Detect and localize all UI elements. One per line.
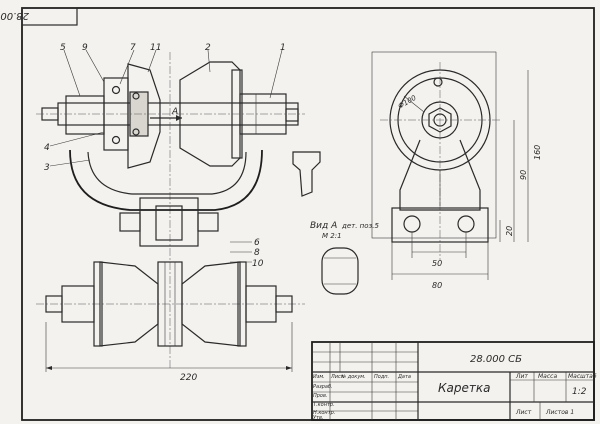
callout-a: A	[171, 107, 178, 117]
callout-11: 11	[150, 43, 161, 53]
dim-height-20: 20	[505, 226, 514, 236]
corner-stamp-box	[21, 7, 78, 26]
callout-8: 8	[254, 248, 260, 258]
title-row-tcontrol: Т.контр.	[313, 402, 335, 408]
title-row-ncontrol: Н.контр.	[313, 410, 335, 416]
title-col-lit: Лит	[515, 373, 528, 380]
dim-width-80: 80	[432, 281, 442, 290]
callout-10: 10	[252, 259, 264, 269]
corner-stamp: 28.000 СБ	[0, 10, 29, 21]
title-row-sign: Подп.	[374, 374, 389, 380]
title-block	[311, 341, 595, 421]
title-scale-value: 1:2	[572, 387, 587, 397]
title-row-dev: Разраб.	[313, 384, 333, 390]
view-a-scale: М 2:1	[322, 232, 342, 240]
dim-height-90: 90	[519, 170, 528, 180]
dim-width-50: 50	[432, 259, 442, 268]
title-sheet-label: Лист	[515, 409, 532, 416]
callout-4: 4	[44, 143, 50, 153]
dim-total-width: 220	[180, 373, 197, 383]
title-doc-number: 28.000 СБ	[470, 354, 522, 365]
title-sheets-label: Листов 1	[545, 409, 574, 416]
front-section-view	[36, 49, 321, 263]
title-col-mass: Масса	[538, 373, 557, 380]
callout-3: 3	[44, 163, 50, 173]
title-row-date: Дата	[397, 374, 411, 380]
callout-6: 6	[254, 238, 260, 248]
sheet-frame	[21, 7, 595, 421]
callout-2: 2	[205, 43, 211, 53]
title-row-change: Изм.	[313, 374, 325, 380]
callout-7: 7	[130, 43, 136, 53]
title-col-scale: Масштаб	[568, 373, 597, 380]
callout-9: 9	[82, 43, 88, 53]
callout-5: 5	[60, 43, 66, 53]
view-a-label: Вид А	[310, 221, 337, 231]
side-view	[371, 51, 529, 280]
dim-height-160: 160	[533, 145, 542, 160]
title-name: Каретка	[438, 381, 490, 395]
dim-wheel-diameter: Ф100	[397, 94, 418, 111]
bottom-view	[36, 248, 305, 372]
callout-1: 1	[280, 43, 286, 53]
view-a-detail	[321, 247, 359, 295]
title-row-check: Пров.	[313, 393, 328, 399]
view-a-note: дет. поз.5	[341, 222, 379, 230]
title-row-docnum: № докум.	[340, 374, 366, 380]
title-row-sheet: Лист	[330, 374, 345, 380]
title-row-approve: Утв.	[313, 415, 324, 421]
